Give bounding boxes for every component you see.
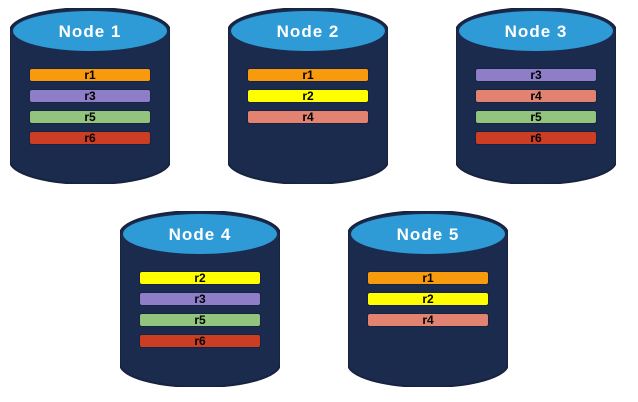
replica-bar[interactable]: r6	[29, 131, 151, 145]
replica-bar[interactable]: r6	[139, 334, 261, 348]
replica-stack: r3 r4 r5 r6	[475, 68, 597, 145]
replica-stack: r2 r3 r5 r6	[139, 271, 261, 348]
replica-bar[interactable]: r3	[475, 68, 597, 82]
replica-bar[interactable]: r4	[475, 89, 597, 103]
replica-bar[interactable]: r2	[367, 292, 489, 306]
replica-stack: r1 r2 r4	[367, 271, 489, 327]
cylinder-top-face	[123, 214, 277, 254]
replica-bar[interactable]: r1	[367, 271, 489, 285]
replica-bar[interactable]: r5	[475, 110, 597, 124]
cylinder-top-face	[231, 11, 385, 51]
replica-bar[interactable]: r2	[247, 89, 369, 103]
replica-bar[interactable]: r6	[475, 131, 597, 145]
replica-stack: r1 r3 r5 r6	[29, 68, 151, 145]
replica-bar[interactable]: r3	[139, 292, 261, 306]
replica-bar[interactable]: r2	[139, 271, 261, 285]
cylinder-top-face	[459, 11, 613, 51]
replica-bar[interactable]: r1	[247, 68, 369, 82]
replica-bar[interactable]: r4	[367, 313, 489, 327]
replica-stack: r1 r2 r4	[247, 68, 369, 124]
replica-bar[interactable]: r1	[29, 68, 151, 82]
cylinder-top-face	[13, 11, 167, 51]
replica-bar[interactable]: r5	[139, 313, 261, 327]
replica-bar[interactable]: r5	[29, 110, 151, 124]
replica-bar[interactable]: r3	[29, 89, 151, 103]
cylinder-top-face	[351, 214, 505, 254]
replica-bar[interactable]: r4	[247, 110, 369, 124]
